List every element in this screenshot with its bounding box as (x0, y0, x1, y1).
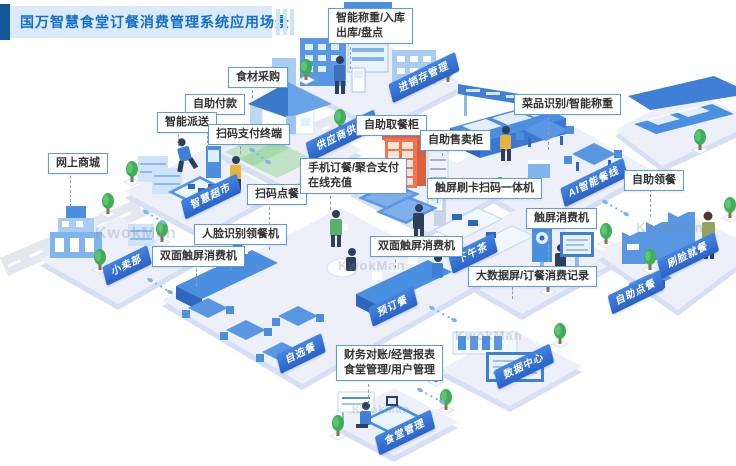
callout-scan-pay-terminal: 扫码支付终端 (208, 124, 290, 145)
leader-line (548, 112, 549, 150)
callout-ingredient-purchase: 食材采购 (228, 67, 288, 88)
callout-face-recognition-pickup: 人脸识别领餐机 (194, 224, 287, 245)
register-counter (528, 160, 550, 178)
callout-dual-screen-pos-center: 双面触屏消费机 (370, 236, 463, 257)
callout-touch-card-scan-terminal: 触屏刷卡扫码一体机 (427, 178, 542, 199)
zone-connectors (143, 147, 629, 405)
leader-line (384, 133, 385, 141)
waiting-person (413, 204, 424, 240)
watermark: KwokMan (338, 258, 406, 273)
callout-online-mall: 网上商城 (48, 153, 108, 174)
leader-line (442, 148, 443, 156)
callout-touch-consume-machine: 触屏消费机 (526, 208, 597, 229)
leader-line (70, 171, 71, 207)
callout-dish-recognition: 菜品识别/智能称重 (514, 94, 622, 115)
callout-text: 出库/盘点 (336, 27, 384, 39)
callout-text: 人脸识别领餐机 (202, 228, 279, 240)
leader-line (240, 142, 241, 154)
title-bar (0, 6, 272, 38)
leader-line (196, 264, 197, 286)
warehouse-zone (272, 2, 465, 134)
callout-smart-weigh-inventory: 智能称重/入库 出库/盘点 (328, 8, 414, 44)
leader-line (252, 85, 253, 98)
online-mall-building (50, 206, 102, 258)
leader-line (548, 226, 549, 262)
queue-tables (358, 182, 438, 224)
page-title: 国万智慧食堂订餐消费管理系统应用场景 (20, 14, 290, 30)
callout-scan-order: 扫码点餐 (247, 184, 307, 205)
callout-text: 食材采购 (236, 71, 280, 83)
callout-pickup-locker: 自助取餐柜 (356, 115, 427, 136)
callout-text: 自助售卖柜 (428, 134, 483, 146)
watermark: KwokMan (352, 404, 411, 416)
shop-shelf (128, 224, 154, 246)
callout-text: 在线充值 (308, 177, 352, 189)
callout-text: 手机订餐/聚合支付 (308, 162, 400, 174)
callout-text: 食堂管理/用户管理 (344, 364, 436, 376)
weighing-person (334, 56, 366, 94)
callout-mobile-order-pay: 手机订餐/聚合支付 在线充值 (300, 158, 408, 194)
title-accent-bar (0, 4, 10, 40)
callout-text: 扫码点餐 (255, 188, 299, 200)
callout-big-data-screen: 大数据屏/订餐消费记录 (468, 266, 598, 287)
callout-text: 菜品识别/智能称重 (522, 98, 614, 110)
callout-text: 触屏消费机 (534, 212, 589, 224)
callout-vending-cabinet: 自助售卖柜 (420, 130, 491, 151)
callout-text: 自助付款 (193, 98, 237, 110)
callout-text: 双面触屏消费机 (378, 240, 455, 252)
dining-table-small (516, 119, 622, 171)
callout-finance-admin: 财务对账/经营报表 食堂管理/用户管理 (336, 345, 444, 381)
leader-line (650, 189, 651, 217)
leader-line (368, 384, 369, 404)
callout-dual-screen-pos-left: 双面触屏消费机 (152, 246, 245, 267)
callout-text: 财务对账/经营报表 (344, 349, 436, 361)
admin-desk (356, 396, 422, 433)
serving-line-2 (615, 76, 736, 172)
callout-text: 智能派送 (165, 116, 209, 128)
callout-text: 扫码支付终端 (216, 128, 282, 140)
mobile-order-person (330, 210, 348, 247)
delivery-runner (177, 138, 199, 173)
watermark: KwokMan (636, 220, 704, 235)
callout-self-pickup: 自助领餐 (624, 170, 684, 191)
callout-text: 触屏刷卡扫码一体机 (435, 182, 534, 194)
leader-line (178, 130, 179, 146)
leader-line (330, 196, 331, 210)
scan-order-table (326, 248, 358, 278)
callout-text: 智能称重/入库 (336, 12, 406, 24)
payment-kiosk (206, 146, 221, 178)
leader-line (437, 197, 438, 203)
title-stripes-decoration (276, 9, 294, 35)
leader-line (512, 287, 513, 299)
watermark: KwokMan (455, 328, 523, 343)
callout-text: 自助领餐 (632, 174, 676, 186)
market-shelves (138, 156, 182, 194)
callout-text: 双面触屏消费机 (160, 250, 237, 262)
callout-text: 自助取餐柜 (364, 119, 419, 131)
callout-text: 网上商城 (56, 157, 100, 169)
server-rack (452, 331, 518, 355)
leader-line (395, 254, 396, 268)
leader-line (350, 47, 351, 69)
callout-self-payment: 自助付款 (185, 94, 245, 115)
canteen-admin-zone (329, 388, 458, 462)
callout-smart-delivery: 智能派送 (157, 112, 217, 133)
callout-text: 大数据屏/订餐消费记录 (476, 270, 590, 282)
cook-person (500, 126, 511, 161)
watermark: KwokMan (95, 225, 177, 242)
